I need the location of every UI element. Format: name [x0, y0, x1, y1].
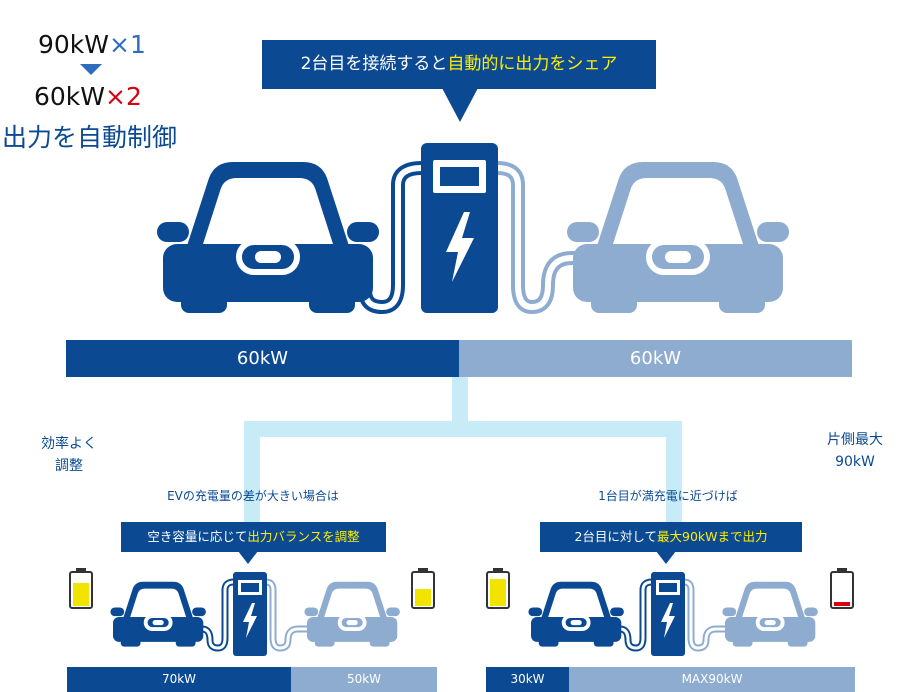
right-callout-highlight: 最大90kWまで出力	[657, 529, 768, 544]
left-bar-right	[291, 667, 437, 692]
car-front-icon	[722, 581, 818, 647]
lightning-bolt-icon	[446, 212, 474, 282]
charging-station-icon	[651, 572, 685, 656]
left-side-label: 効率よく 調整	[41, 436, 97, 474]
right-condition: 1台目が満充電に近づけば	[598, 489, 738, 503]
arrow-down-icon	[80, 64, 102, 75]
header-caption: 出力を自動制御	[2, 123, 178, 152]
left-bar-left-label: 70kW	[161, 672, 197, 686]
after-value: 60kW	[34, 82, 106, 111]
top-callout-highlight: 自動的に出力をシェア	[447, 54, 618, 74]
right-cable-inner	[494, 165, 659, 311]
main-bar-right-label: 60kW	[629, 348, 682, 369]
battery-icon	[411, 568, 435, 609]
left-callout-highlight: 出力バランスを調整	[247, 529, 360, 544]
connector-lines	[244, 377, 682, 525]
after-multiplier: ×2	[105, 82, 142, 111]
before-multiplier: ×1	[109, 30, 146, 59]
right-callout-box	[540, 522, 802, 552]
right-scenario-scene	[528, 572, 818, 656]
main-bar-right	[459, 340, 852, 377]
right-bar-left	[486, 667, 569, 692]
after-output: 60kW×2	[34, 82, 142, 111]
top-callout-text: 2台目を接続すると自動的に出力をシェア	[300, 54, 618, 74]
right-bar-left-label: 30kW	[510, 672, 545, 686]
battery-icon	[69, 568, 93, 609]
top-callout-box	[262, 40, 656, 89]
main-bar-left-label: 60kW	[236, 348, 289, 369]
right-bar-right-label: MAX90kW	[681, 672, 743, 686]
lightning-bolt-icon	[243, 603, 257, 638]
right-bar-right	[569, 667, 855, 692]
battery-icon	[486, 568, 510, 609]
top-callout-pointer	[442, 88, 478, 122]
lightning-bolt-icon	[661, 603, 675, 638]
battery-icon	[830, 568, 854, 609]
car-front-icon	[110, 581, 206, 647]
left-bar-left	[67, 667, 291, 692]
before-value: 90kW	[38, 30, 110, 59]
left-scenario-scene	[110, 572, 400, 656]
left-bar-right-label: 50kW	[346, 672, 382, 686]
main-bar-left	[66, 340, 459, 377]
before-output: 90kW×1	[38, 30, 146, 59]
left-callout-box	[121, 522, 386, 552]
charging-station-icon	[421, 143, 498, 313]
car-front-icon	[157, 162, 379, 313]
car-front-icon	[304, 581, 400, 647]
right-side-label: 片側最大 90kW	[827, 432, 883, 470]
left-condition: EVの充電量の差が大きい場合は	[167, 489, 339, 503]
left-callout-text: 空き容量に応じて出力バランスを調整	[147, 529, 360, 544]
charging-station-icon	[233, 572, 267, 656]
right-callout-text: 2台目に対して最大90kWまで出力	[574, 529, 768, 544]
car-front-icon	[567, 162, 789, 313]
car-front-icon	[528, 581, 624, 647]
